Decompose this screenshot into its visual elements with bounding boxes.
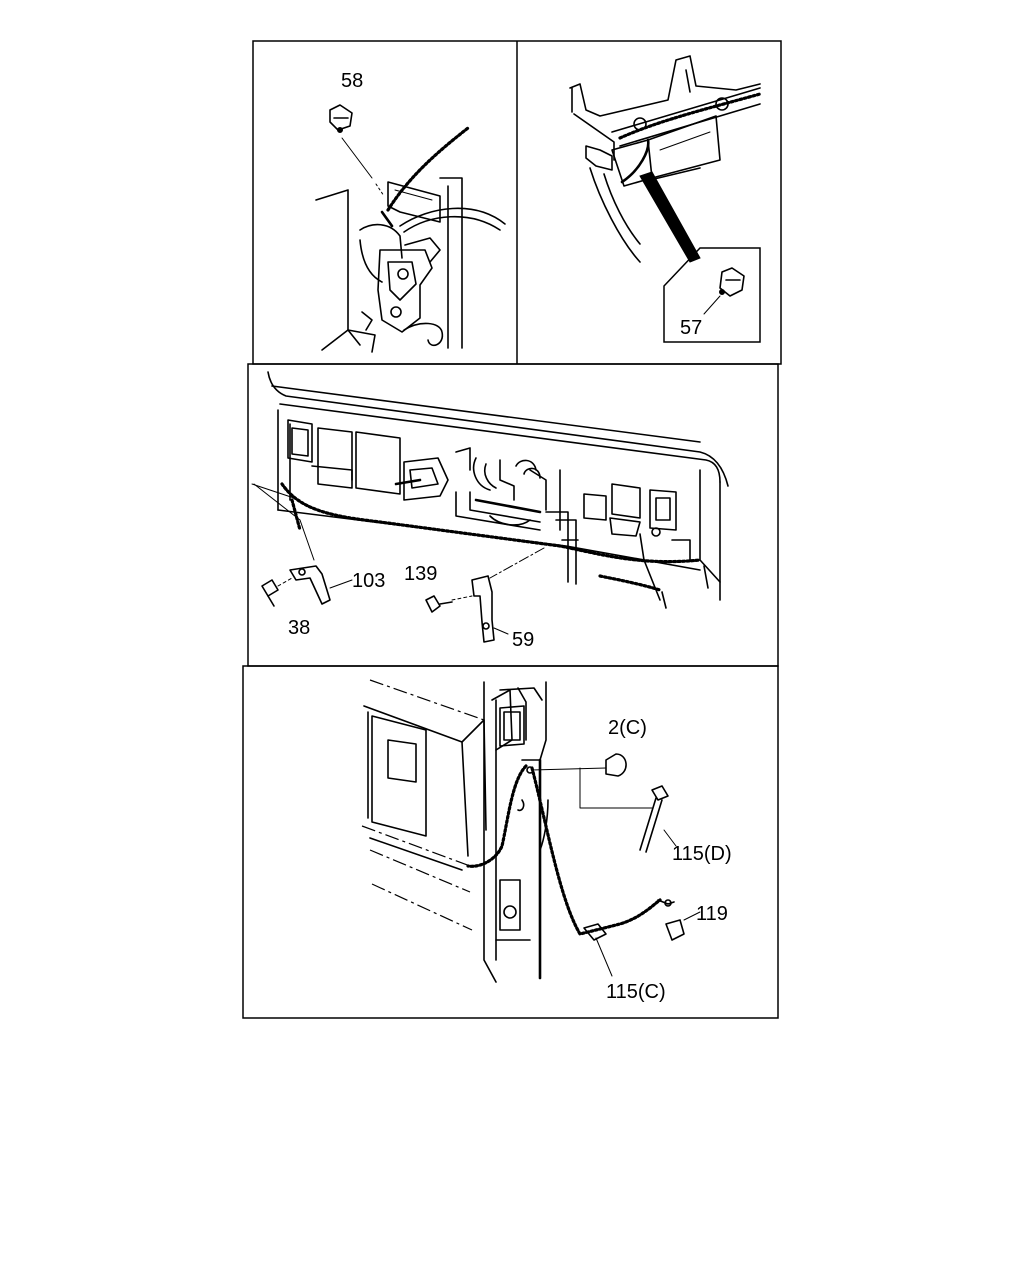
callout-115d: 115(D): [672, 843, 732, 865]
callout-38: 38: [288, 617, 310, 639]
panel-top-right: [569, 55, 762, 343]
panel-frames: [242, 40, 782, 1019]
callout-119: 119: [696, 903, 728, 925]
panel-top-left: [315, 104, 506, 353]
panel-bottom: [361, 679, 701, 983]
callout-139: 139: [404, 563, 437, 585]
callout-115c: 115(C): [606, 981, 666, 1003]
callout-103: 103: [352, 570, 385, 592]
callout-59: 59: [512, 629, 534, 651]
callout-2c: 2(C): [608, 717, 647, 739]
callout-58: 58: [341, 70, 363, 92]
callout-57: 57: [680, 317, 702, 339]
panel-middle: [251, 371, 729, 643]
